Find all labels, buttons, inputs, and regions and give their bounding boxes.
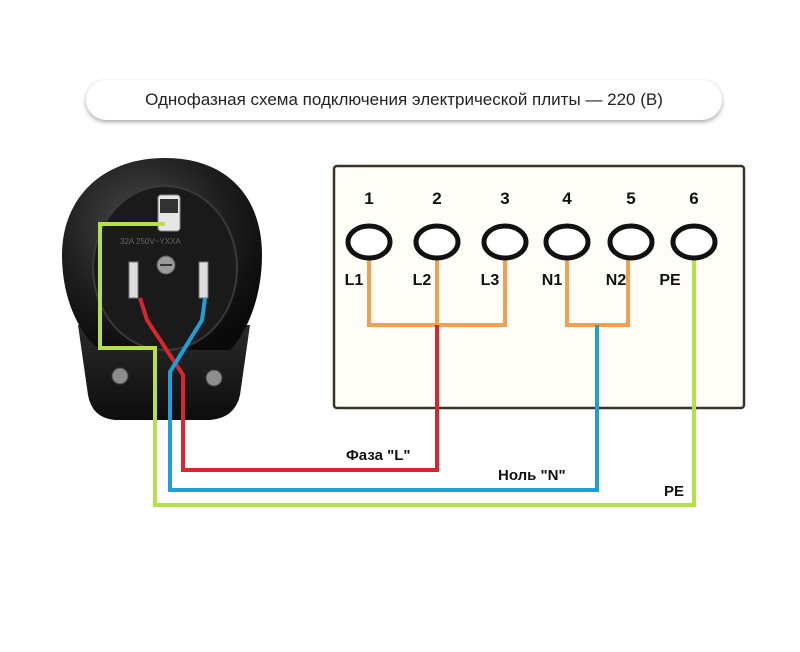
terminal-ring <box>670 223 718 261</box>
terminal-4: 4 N1 <box>542 189 591 289</box>
terminal-ring <box>413 223 461 261</box>
terminal-5: 5 N2 <box>606 189 655 289</box>
phase-wire <box>138 297 439 472</box>
terminal-ring <box>345 223 393 261</box>
diagram-title-text: Однофазная схема подключения электрическ… <box>145 90 663 109</box>
ground-wire <box>98 222 696 507</box>
terminal-number: 3 <box>500 189 509 208</box>
terminal-number: 6 <box>689 189 698 208</box>
diagram-title: Однофазная схема подключения электрическ… <box>86 80 722 120</box>
terminal-1: 1 L1 <box>345 189 393 289</box>
terminal-label: PE <box>659 272 681 289</box>
socket-left-pin <box>128 261 139 299</box>
ground-wire-label: PE <box>664 483 684 500</box>
power-socket: 32A 250V~YXXA <box>62 158 262 420</box>
terminal-label: L3 <box>481 272 500 289</box>
socket-right-screw <box>205 369 223 387</box>
terminal-2: 2 L2 <box>413 189 461 289</box>
socket-rating-text: 32A 250V~YXXA <box>120 237 181 246</box>
socket-right-pin <box>198 261 209 299</box>
terminal-number: 1 <box>364 189 373 208</box>
terminal-block <box>332 164 746 410</box>
terminal-number: 2 <box>432 189 441 208</box>
neutral-wire-label: Ноль "N" <box>498 467 566 484</box>
terminal-ring <box>543 223 591 261</box>
terminal-label: L1 <box>345 272 364 289</box>
phase-wire-label: Фаза "L" <box>346 447 410 464</box>
neutral-wire <box>168 297 599 492</box>
terminal-6: 6 PE <box>659 189 718 289</box>
terminal-label: L2 <box>413 272 432 289</box>
terminal-ring <box>481 223 529 261</box>
terminal-ring <box>607 223 655 261</box>
terminal-3: 3 L3 <box>481 189 529 289</box>
terminal-number: 5 <box>626 189 635 208</box>
terminal-label: N1 <box>542 272 563 289</box>
terminal-number: 4 <box>562 189 572 208</box>
socket-left-screw <box>111 367 129 385</box>
terminal-label: N2 <box>606 272 627 289</box>
